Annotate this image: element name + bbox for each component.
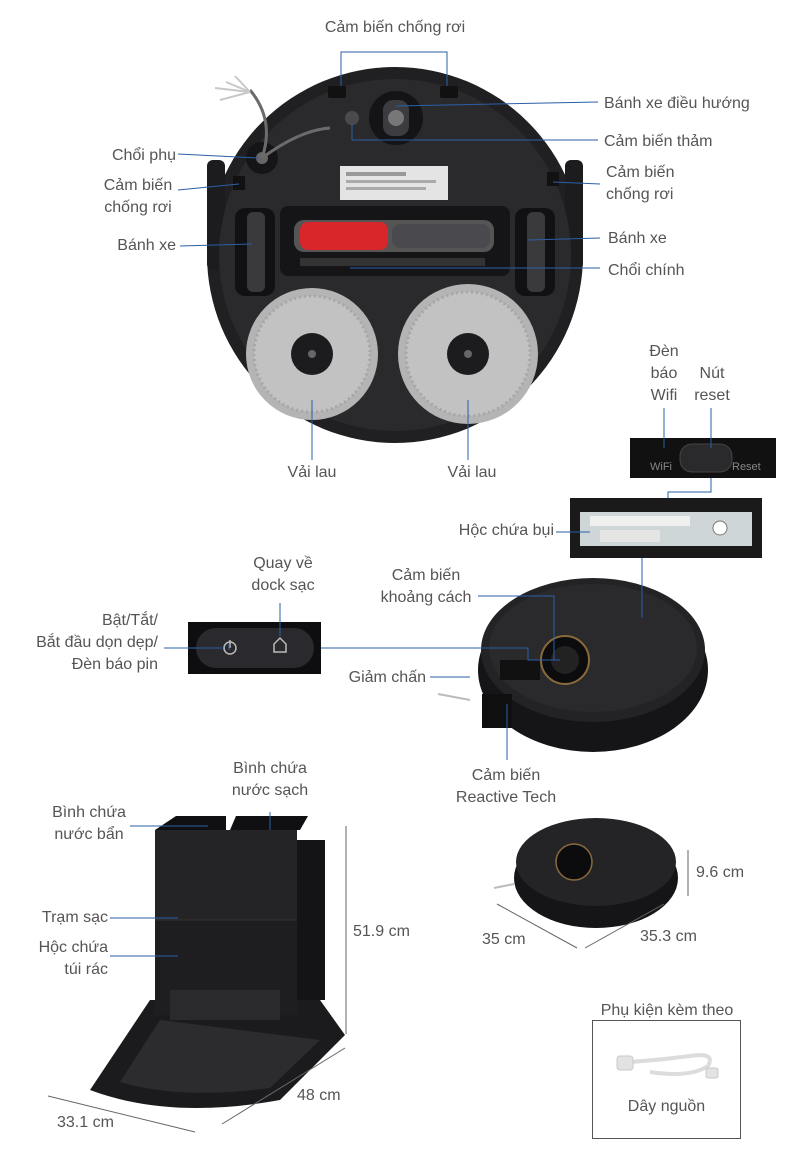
label-bag-1: Hộc chứa <box>38 939 108 956</box>
label-power-cord: Dây nguồn <box>627 1098 706 1115</box>
label-wifi-led-1: Đèn <box>649 343 679 360</box>
label-cliff-sensor-right-1: Cảm biến <box>606 164 675 181</box>
label-power-3: Đèn báo pin <box>71 656 158 673</box>
label-robot-width: 35 cm <box>482 931 526 948</box>
label-dock-depth: 48 cm <box>297 1087 341 1104</box>
label-cliff-sensor-top: Cảm biến chống rơi <box>324 19 466 36</box>
label-wheel-left: Bánh xe <box>117 237 176 254</box>
label-reset-2: reset <box>694 387 730 404</box>
button-panel <box>188 622 321 674</box>
dock-station <box>90 816 345 1108</box>
label-side-brush: Chổi phụ <box>111 147 176 164</box>
label-distance-sensor-2: khoảng cách <box>380 589 472 606</box>
label-dirty-tank-1: Bình chứa <box>52 804 126 821</box>
robot-dimension-view <box>493 818 678 928</box>
label-dirty-tank-2: nước bẩn <box>54 826 124 843</box>
label-clean-tank-1: Bình chứa <box>233 760 307 777</box>
label-wifi-led-2: báo <box>650 365 678 382</box>
label-bumper: Giảm chấn <box>348 669 426 686</box>
label-mop-right: Vải lau <box>447 464 497 481</box>
robot-bottom-view <box>207 67 583 443</box>
label-bag-2: túi rác <box>64 961 108 978</box>
label-omni-wheel: Bánh xe điều hướng <box>604 95 750 112</box>
label-robot-depth: 35.3 cm <box>640 928 697 945</box>
label-reactive-1: Cảm biến <box>471 767 541 784</box>
label-wifi-led-3: Wifi <box>650 387 678 404</box>
label-cliff-sensor-left-1: Cảm biến <box>103 177 173 194</box>
label-accessories-title: Phụ kiện kèm theo <box>600 1002 734 1019</box>
mop-pad-left <box>246 288 378 420</box>
label-power-1: Bật/Tắt/ <box>101 612 158 629</box>
label-reactive-2: Reactive Tech <box>455 789 557 806</box>
label-reset-1: Nút <box>699 365 725 382</box>
label-dock-return-2: dock sạc <box>251 577 315 594</box>
panel-text: WiFi <box>650 461 672 473</box>
label-mop-left: Vải lau <box>287 464 337 481</box>
label-cliff-sensor-left-2: chống rơi <box>104 199 172 216</box>
power-cord-image <box>616 1053 719 1079</box>
robot-top-view <box>437 578 708 752</box>
label-cliff-sensor-right-2: chống rơi <box>606 186 674 203</box>
label-charging-station: Trạm sạc <box>41 909 108 926</box>
label-dock-return-1: Quay về <box>253 555 313 572</box>
label-distance-sensor-1: Cảm biến <box>391 567 461 584</box>
label-dustbin: Hộc chứa bụi <box>458 522 554 539</box>
label-carpet-sensor: Cảm biến thảm <box>604 133 713 150</box>
accessories-box <box>592 1020 741 1139</box>
dustbin-image <box>570 498 762 558</box>
label-dock-width: 33.1 cm <box>57 1114 114 1131</box>
label-robot-height: 9.6 cm <box>696 864 745 881</box>
label-power-2: Bắt đầu dọn dẹp/ <box>36 634 158 651</box>
label-main-brush: Chổi chính <box>608 262 685 279</box>
panel-text: Reset <box>732 461 761 473</box>
mop-pad-right <box>398 284 538 424</box>
wifi-reset-panel: WiFi Reset <box>630 438 776 478</box>
dimension-lines <box>47 826 689 1133</box>
label-clean-tank-2: nước sạch <box>231 782 309 799</box>
label-dock-height: 51.9 cm <box>353 923 410 940</box>
label-wheel-right: Bánh xe <box>608 230 667 247</box>
callout-lines <box>110 51 712 957</box>
